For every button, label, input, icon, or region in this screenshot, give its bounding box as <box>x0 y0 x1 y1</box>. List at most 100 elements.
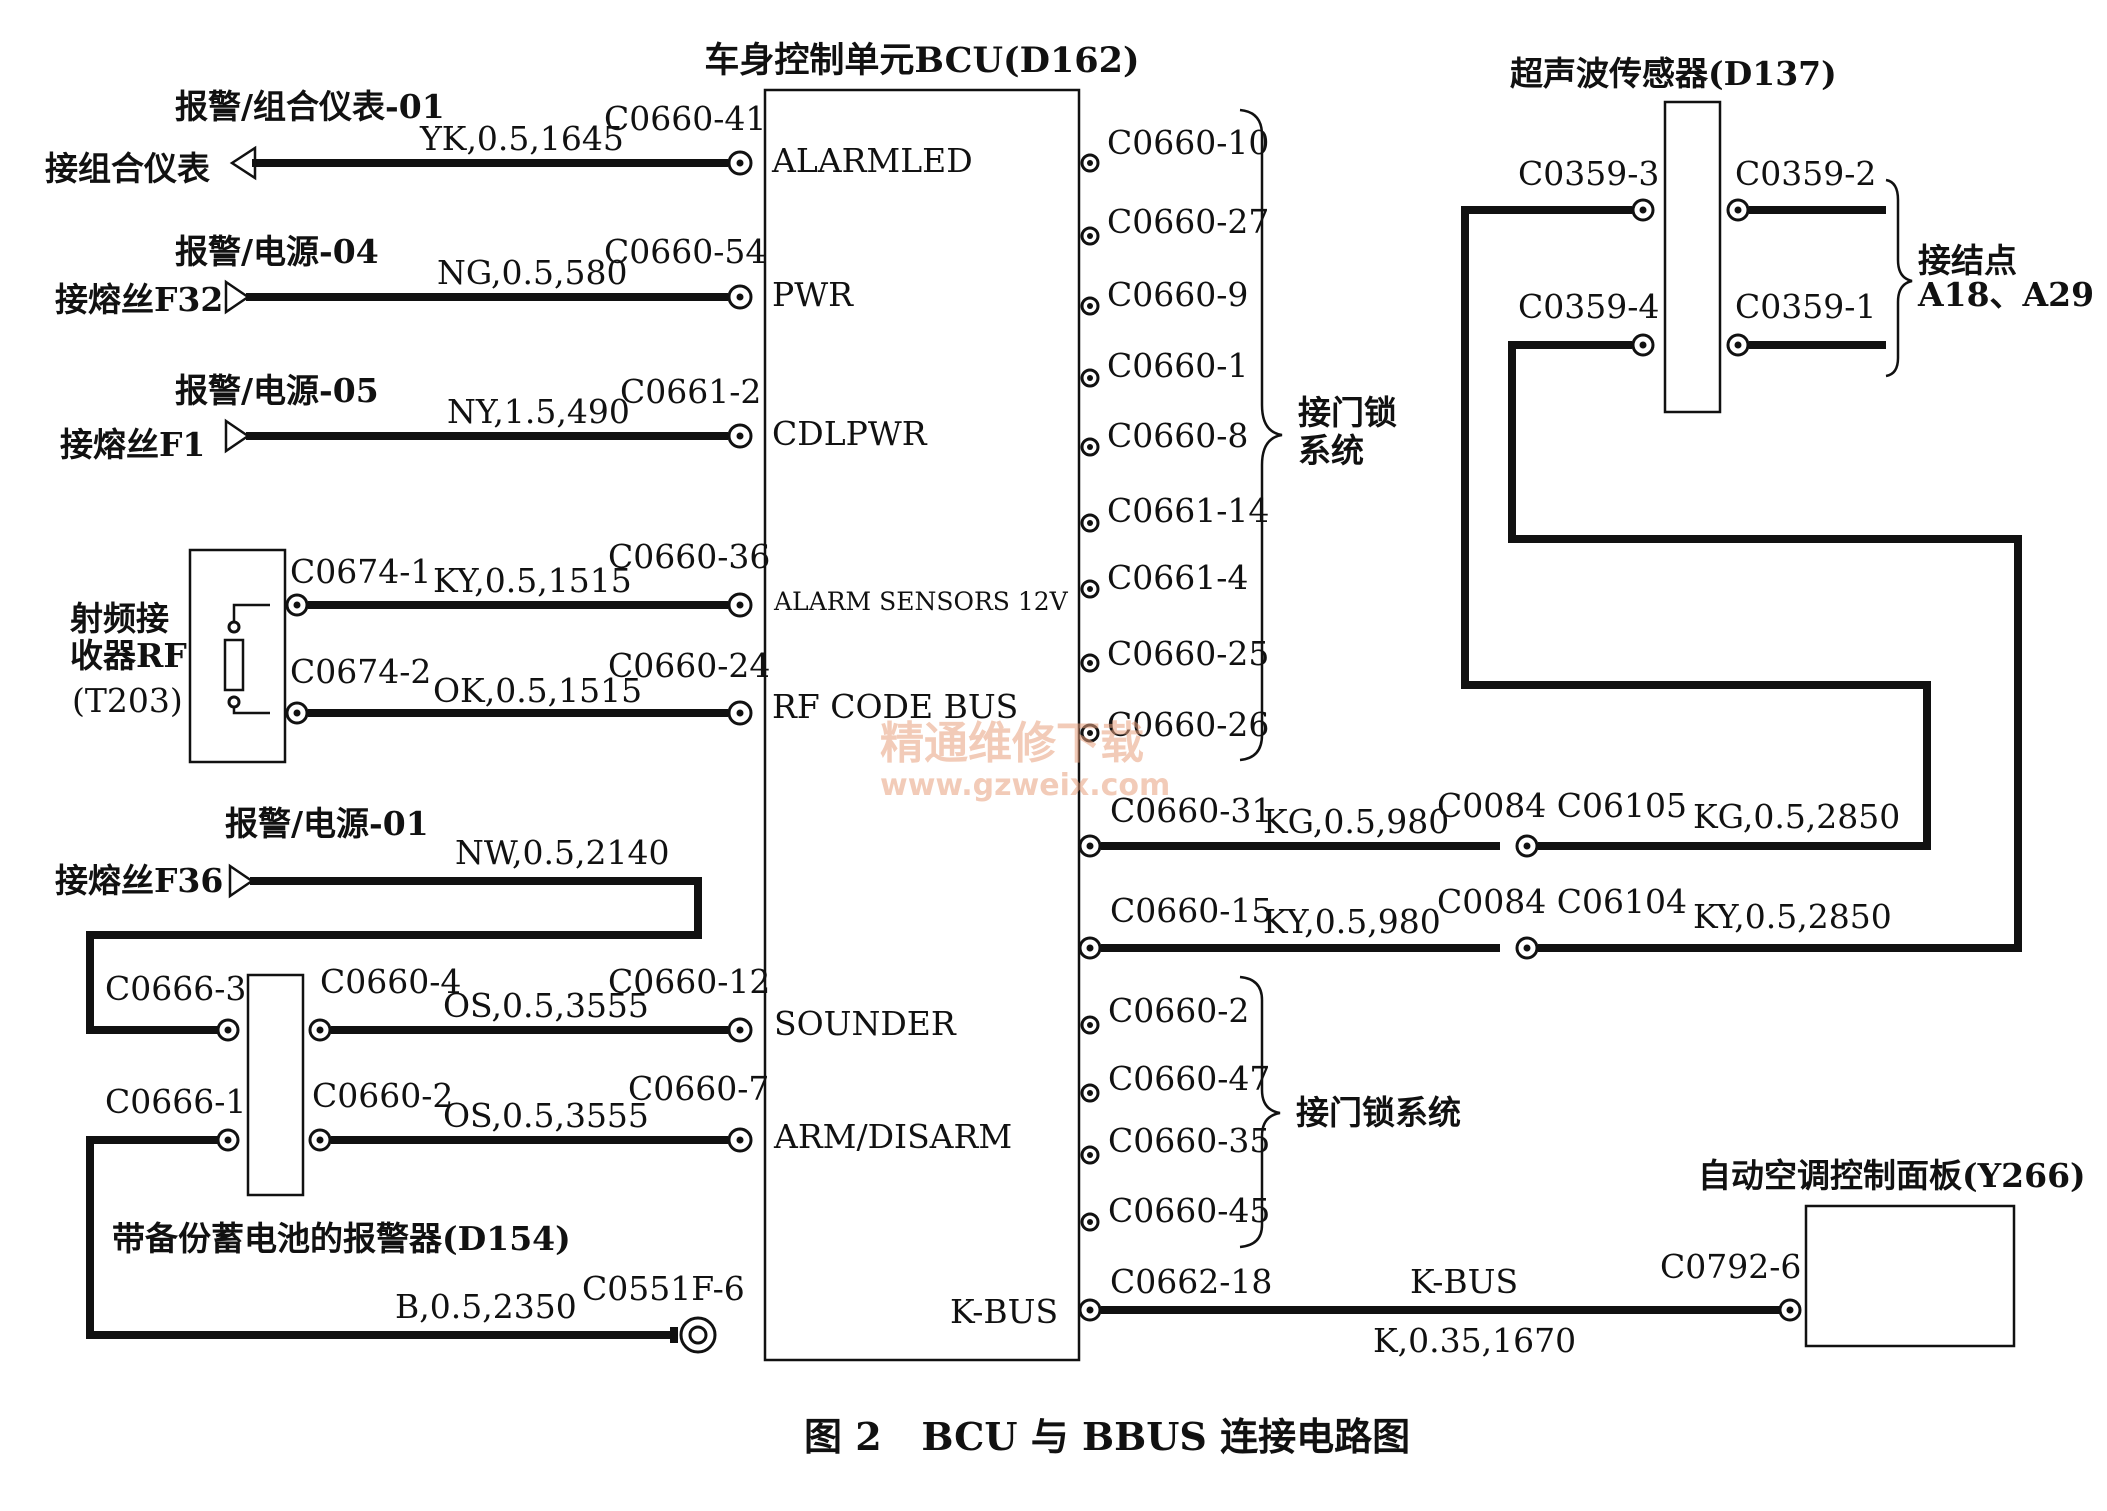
wire-f36 <box>86 877 702 1034</box>
group1-label-2: 系统 <box>1298 431 1364 470</box>
pin-sounder: SOUNDER <box>774 1004 957 1043</box>
wire-label-ky-2: KY,0.5,2850 <box>1693 897 1892 936</box>
climate-panel-box <box>1804 1204 2016 1348</box>
conn-r1-1: C0660-27 <box>1107 202 1269 241</box>
conn-sounder: C0660-12 <box>608 962 770 1001</box>
conn-pwr: C0660-54 <box>604 232 766 271</box>
conn-r1-2: C0660-9 <box>1107 275 1248 314</box>
bcu-box <box>763 88 1081 1362</box>
brace-junction <box>1885 178 1913 378</box>
conn-c0674-1: C0674-1 <box>290 552 431 591</box>
conn-r1-3: C0660-1 <box>1107 346 1248 385</box>
pin-pwr: PWR <box>772 275 854 314</box>
pin-alarmled: ALARMLED <box>771 141 973 180</box>
conn-alarmled: C0660-41 <box>604 99 766 138</box>
wire-label-f36: NW,0.5,2140 <box>455 833 669 872</box>
conn-r2-0: C0660-2 <box>1108 991 1249 1030</box>
conn-c0660-15: C0660-15 <box>1110 891 1272 930</box>
pin-kbus: K-BUS <box>950 1292 1058 1331</box>
right-group2-terminals <box>1080 1015 1100 1232</box>
group1-label-1: 接门锁 <box>1298 393 1397 432</box>
dest-pwr: 接熔丝F32 <box>55 280 223 319</box>
conn-c0660-31: C0660-31 <box>1110 791 1272 830</box>
dest-f36: 接熔丝F36 <box>55 861 223 900</box>
ref-alarmled: 报警/组合仪表-01 <box>175 87 445 126</box>
dest-alarmled: 接组合仪表 <box>45 149 210 188</box>
pin-cdlpwr: CDLPWR <box>772 414 928 453</box>
wire-label-ky-1: KY,0.5,980 <box>1263 902 1441 941</box>
watermark-cn: 精通维修下载 <box>880 718 1144 769</box>
bcu-left-terminals <box>727 150 753 1153</box>
ref-f36: 报警/电源-01 <box>225 804 429 843</box>
junction-label-1: 接结点 <box>1918 241 2017 280</box>
alarm-unit-box <box>246 973 305 1197</box>
arrow-f36 <box>228 863 255 899</box>
conn-c0660-2-left: C0660-2 <box>312 1076 453 1115</box>
junction-label-2: A18、A29 <box>1917 275 2094 314</box>
wire-label-pwr: NG,0.5,580 <box>437 253 628 292</box>
wire-label-sounder: OS,0.5,3555 <box>443 986 649 1025</box>
sensor-box <box>1663 100 1722 414</box>
conn-c0359-4: C0359-4 <box>1518 287 1659 326</box>
conn-r2-1: C0660-47 <box>1108 1059 1270 1098</box>
wire-kg-2 <box>1538 738 1931 850</box>
ground-plug <box>670 1327 678 1343</box>
conn-c0666-3: C0666-3 <box>105 969 246 1008</box>
conn-arm: C0660-7 <box>628 1069 769 1108</box>
ref-pwr: 报警/电源-04 <box>175 232 379 271</box>
wire-label-kg-2: KG,0.5,2850 <box>1693 797 1900 836</box>
ref-cdlpwr: 报警/电源-05 <box>175 371 379 410</box>
conn-r2-3: C0660-45 <box>1108 1191 1270 1230</box>
wire-label-arm: OS,0.5,3555 <box>443 1096 649 1135</box>
watermark-url: www.gzweix.com <box>880 768 1170 803</box>
wire-label-alarmled: YK,0.5,1645 <box>419 119 624 158</box>
kbus-label: K-BUS <box>1410 1262 1518 1301</box>
figure-caption: 图 2 BCU 与 BBUS 连接电路图 <box>804 1414 1410 1459</box>
rf-label-1: 射频接 <box>70 599 169 638</box>
wire-ground <box>86 1136 672 1339</box>
conn-ky-mid: C0084 C06104 <box>1437 882 1687 921</box>
wire-label-rf-code: OK,0.5,1515 <box>433 671 642 710</box>
conn-alarm-sensors: C0660-36 <box>608 537 770 576</box>
conn-r1-7: C0660-25 <box>1107 634 1269 673</box>
conn-c0674-2: C0674-2 <box>290 652 431 691</box>
conn-rf-code: C0660-24 <box>608 646 770 685</box>
wire-label-alarm-sensors: KY,0.5,1515 <box>433 561 632 600</box>
wire-label-cdlpwr: NY,1.5,490 <box>447 392 630 431</box>
conn-cdlpwr: C0661-2 <box>620 372 761 411</box>
conn-c0662-18: C0662-18 <box>1110 1262 1272 1301</box>
rf-label-3: (T203) <box>72 681 183 720</box>
rf-receiver-box <box>188 548 287 764</box>
right-group1-terminals <box>1080 153 1100 743</box>
conn-r1-5: C0661-14 <box>1107 491 1269 530</box>
conn-kg-mid: C0084 C06105 <box>1437 786 1687 825</box>
wire-label-kg-1: KG,0.5,980 <box>1263 802 1449 841</box>
pin-rf-code-bus: RF CODE BUS <box>772 687 1018 726</box>
conn-c0666-1: C0666-1 <box>105 1082 246 1121</box>
bcu-title: 车身控制单元BCU(D162) <box>704 40 1139 81</box>
alarm-unit-label: 带备份蓄电池的报警器(D154) <box>112 1219 571 1258</box>
conn-c0660-4: C0660-4 <box>320 962 461 1001</box>
wire-label-kbus: K,0.35,1670 <box>1373 1321 1576 1360</box>
wire-kg-3 <box>1461 206 1931 738</box>
conn-c0359-3: C0359-3 <box>1518 154 1659 193</box>
arrow-f32 <box>224 279 251 315</box>
conn-r1-0: C0660-10 <box>1107 123 1269 162</box>
pin-arm-disarm: ARM/DISARM <box>773 1117 1012 1156</box>
dest-cdlpwr: 接熔丝F1 <box>60 425 205 464</box>
conn-r1-8: C0660-26 <box>1107 705 1269 744</box>
brace-group1 <box>1239 108 1283 762</box>
conn-r2-2: C0660-35 <box>1108 1121 1270 1160</box>
arrow-f1 <box>224 418 251 454</box>
conn-ground: C0551F-6 <box>582 1269 745 1308</box>
conn-c0359-2: C0359-2 <box>1735 154 1876 193</box>
rf-label-2: 收器RF <box>70 636 187 675</box>
wire-ky-2 <box>1508 341 2022 952</box>
pin-alarm-sensors: ALARM SENSORS 12V <box>773 587 1069 616</box>
climate-panel-title: 自动空调控制面板(Y266) <box>1698 1156 2086 1195</box>
rf-resistor-symbol <box>223 603 270 715</box>
conn-c0792-6: C0792-6 <box>1660 1247 1801 1286</box>
conn-r1-4: C0660-8 <box>1107 416 1248 455</box>
sensor-title: 超声波传感器(D137) <box>1510 54 1837 93</box>
conn-r1-6: C0661-4 <box>1107 558 1248 597</box>
